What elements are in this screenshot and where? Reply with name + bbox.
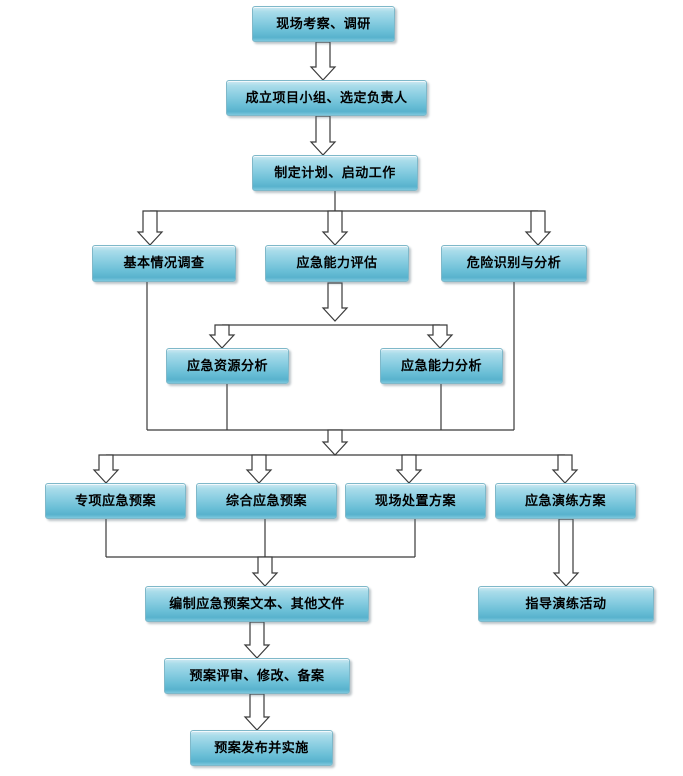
process-box-label: 综合应急预案 — [225, 493, 307, 509]
process-box-n1[interactable]: 现场考察、调研 — [252, 6, 395, 42]
arrow-bus-n5 — [321, 210, 349, 246]
process-box-label: 编制应急预案文本、其他文件 — [169, 596, 345, 612]
arrow-n2-n3 — [309, 115, 337, 156]
process-box-label: 应急演练方案 — [524, 493, 606, 509]
process-box-n13[interactable]: 编制应急预案文本、其他文件 — [145, 586, 369, 622]
process-box-n8[interactable]: 应急能力分析 — [380, 348, 503, 384]
process-box-label: 现场考察、调研 — [276, 16, 371, 32]
arrow-bus3-n11 — [395, 454, 423, 484]
process-box-label: 现场处置方案 — [374, 493, 456, 509]
process-box-label: 制定计划、启动工作 — [274, 165, 396, 181]
process-box-n6[interactable]: 危险识别与分析 — [441, 245, 587, 282]
process-box-n12[interactable]: 应急演练方案 — [495, 483, 636, 519]
process-box-label: 应急能力评估 — [296, 256, 378, 271]
process-box-n3[interactable]: 制定计划、启动工作 — [252, 155, 418, 191]
process-box-label: 指导演练活动 — [525, 596, 607, 612]
process-box-label: 基本情况调查 — [123, 256, 205, 271]
process-box-n5[interactable]: 应急能力评估 — [265, 245, 409, 282]
arrow-bus3-n10 — [245, 454, 273, 484]
process-box-label: 应急能力分析 — [400, 358, 482, 374]
arrow-bus-n6 — [524, 210, 552, 246]
process-box-label: 应急资源分析 — [186, 358, 268, 374]
process-box-label: 成立项目小组、选定负责人 — [245, 90, 408, 106]
process-box-n11[interactable]: 现场处置方案 — [345, 483, 486, 519]
process-box-label: 危险识别与分析 — [466, 256, 562, 271]
arrow-n5-bus2 — [321, 282, 349, 322]
arrow-n12-n14 — [552, 518, 580, 587]
arrow-merge-n13 — [251, 556, 279, 587]
process-box-n10[interactable]: 综合应急预案 — [196, 483, 337, 519]
arrow-bus3-n9 — [92, 454, 120, 484]
arrow-bus2-n8 — [426, 324, 454, 349]
arrow-n1-n2 — [309, 41, 337, 81]
arrow-bus-n4 — [136, 210, 164, 246]
process-box-n7[interactable]: 应急资源分析 — [166, 348, 289, 384]
process-box-n16[interactable]: 预案发布并实施 — [190, 730, 333, 766]
arrow-bus3-n12 — [551, 454, 579, 484]
arrow-n15-n16 — [243, 693, 271, 731]
process-box-label: 专项应急预案 — [74, 493, 156, 509]
process-box-n2[interactable]: 成立项目小组、选定负责人 — [226, 80, 427, 116]
arrow-n13-n15 — [243, 621, 271, 659]
process-box-n4[interactable]: 基本情况调查 — [92, 245, 236, 282]
process-box-label: 预案评审、修改、备案 — [189, 668, 325, 684]
arrow-merge-row6 — [321, 429, 349, 456]
process-box-n9[interactable]: 专项应急预案 — [45, 483, 186, 519]
process-box-n14[interactable]: 指导演练活动 — [478, 586, 654, 622]
arrow-bus2-n7 — [208, 324, 236, 349]
process-box-label: 预案发布并实施 — [214, 740, 309, 756]
process-box-n15[interactable]: 预案评审、修改、备案 — [164, 658, 350, 694]
